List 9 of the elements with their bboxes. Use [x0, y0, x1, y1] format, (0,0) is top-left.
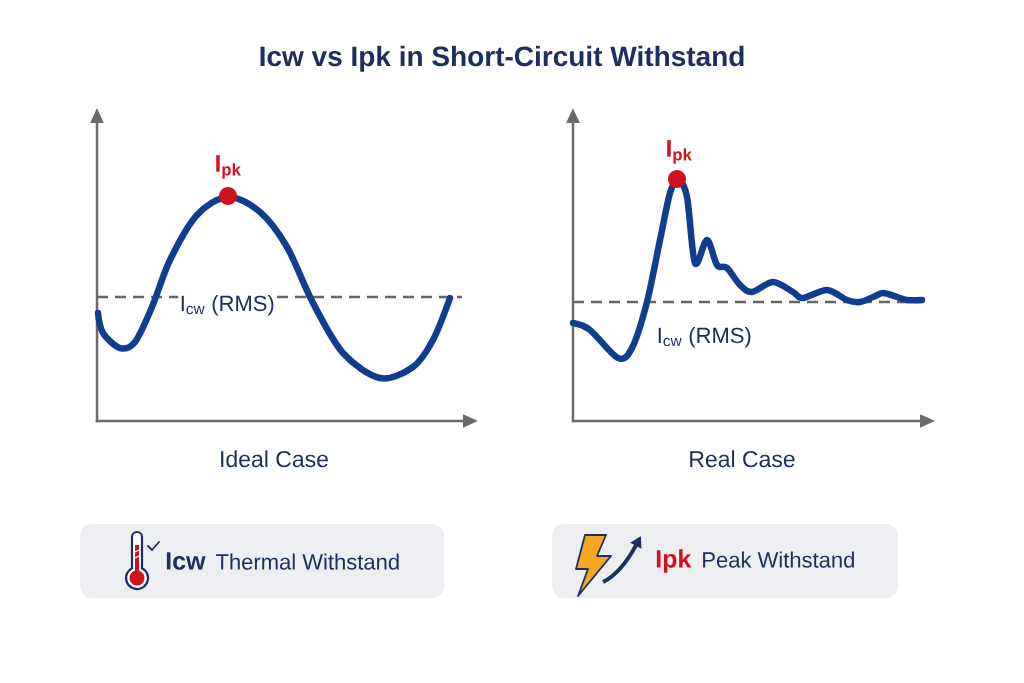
info-box: Icw Thermal Withstand: [80, 524, 445, 598]
chart-caption: Real Case: [686, 448, 798, 469]
rms-label: I$_{cw}$ (RMS): [178, 293, 277, 318]
peak-label: I$_{pk}$: [664, 138, 694, 166]
rms-label: I$_{cw}$ (RMS): [655, 325, 754, 350]
title: Icw vs Ipk in Short-Circuit Withstand: [260, 45, 744, 72]
info-box: Ipk Peak Withstand: [552, 524, 899, 598]
chart-caption: Ideal Case: [217, 448, 331, 469]
peak-label: I$_{pk}$: [213, 153, 243, 181]
